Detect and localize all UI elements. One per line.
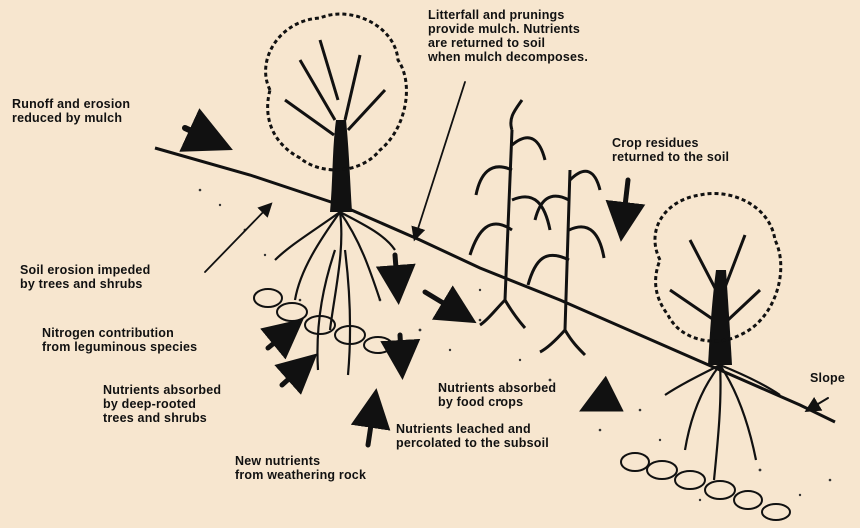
label-nitrogen: Nitrogen contributionfrom leguminous spe… bbox=[42, 326, 197, 354]
label-runoff: Runoff and erosionreduced by mulch bbox=[12, 97, 130, 125]
label-food-crops: Nutrients absorbedby food crops bbox=[438, 381, 556, 409]
runoff-arrow bbox=[185, 128, 222, 145]
maize-crops bbox=[470, 100, 604, 355]
nitrogen-arrow bbox=[268, 325, 296, 348]
label-crop-residues: Crop residuesreturned to the soil bbox=[612, 136, 729, 164]
right-tree-roots bbox=[665, 365, 780, 480]
label-litterfall: Litterfall and pruningsprovide mulch. Nu… bbox=[428, 8, 588, 64]
food-crop-arrow bbox=[588, 395, 612, 407]
label-slope: Slope bbox=[810, 371, 845, 385]
right-tree bbox=[655, 193, 781, 480]
label-soil-erosion: Soil erosion impededby trees and shrubs bbox=[20, 263, 150, 291]
weathering-arrow bbox=[368, 398, 375, 445]
label-deep-rooted: Nutrients absorbedby deep-rooted trees a… bbox=[103, 383, 221, 425]
label-leached: Nutrients leached andpercolated to the s… bbox=[396, 422, 549, 450]
label-new-nutrients: New nutrientsfrom weathering rock bbox=[235, 454, 366, 482]
left-tree-roots bbox=[275, 212, 395, 375]
leached-arrow-2 bbox=[400, 335, 402, 370]
leached-arrow-1 bbox=[395, 255, 398, 295]
leached-arrow-3 bbox=[425, 292, 468, 318]
right-rocks bbox=[621, 453, 790, 520]
deep-rooted-arrow bbox=[282, 360, 310, 385]
litterfall-pointer bbox=[415, 82, 465, 238]
crop-residue-arrow bbox=[622, 180, 628, 232]
slope-pointer bbox=[808, 398, 828, 410]
erosion-pointer bbox=[205, 205, 270, 272]
